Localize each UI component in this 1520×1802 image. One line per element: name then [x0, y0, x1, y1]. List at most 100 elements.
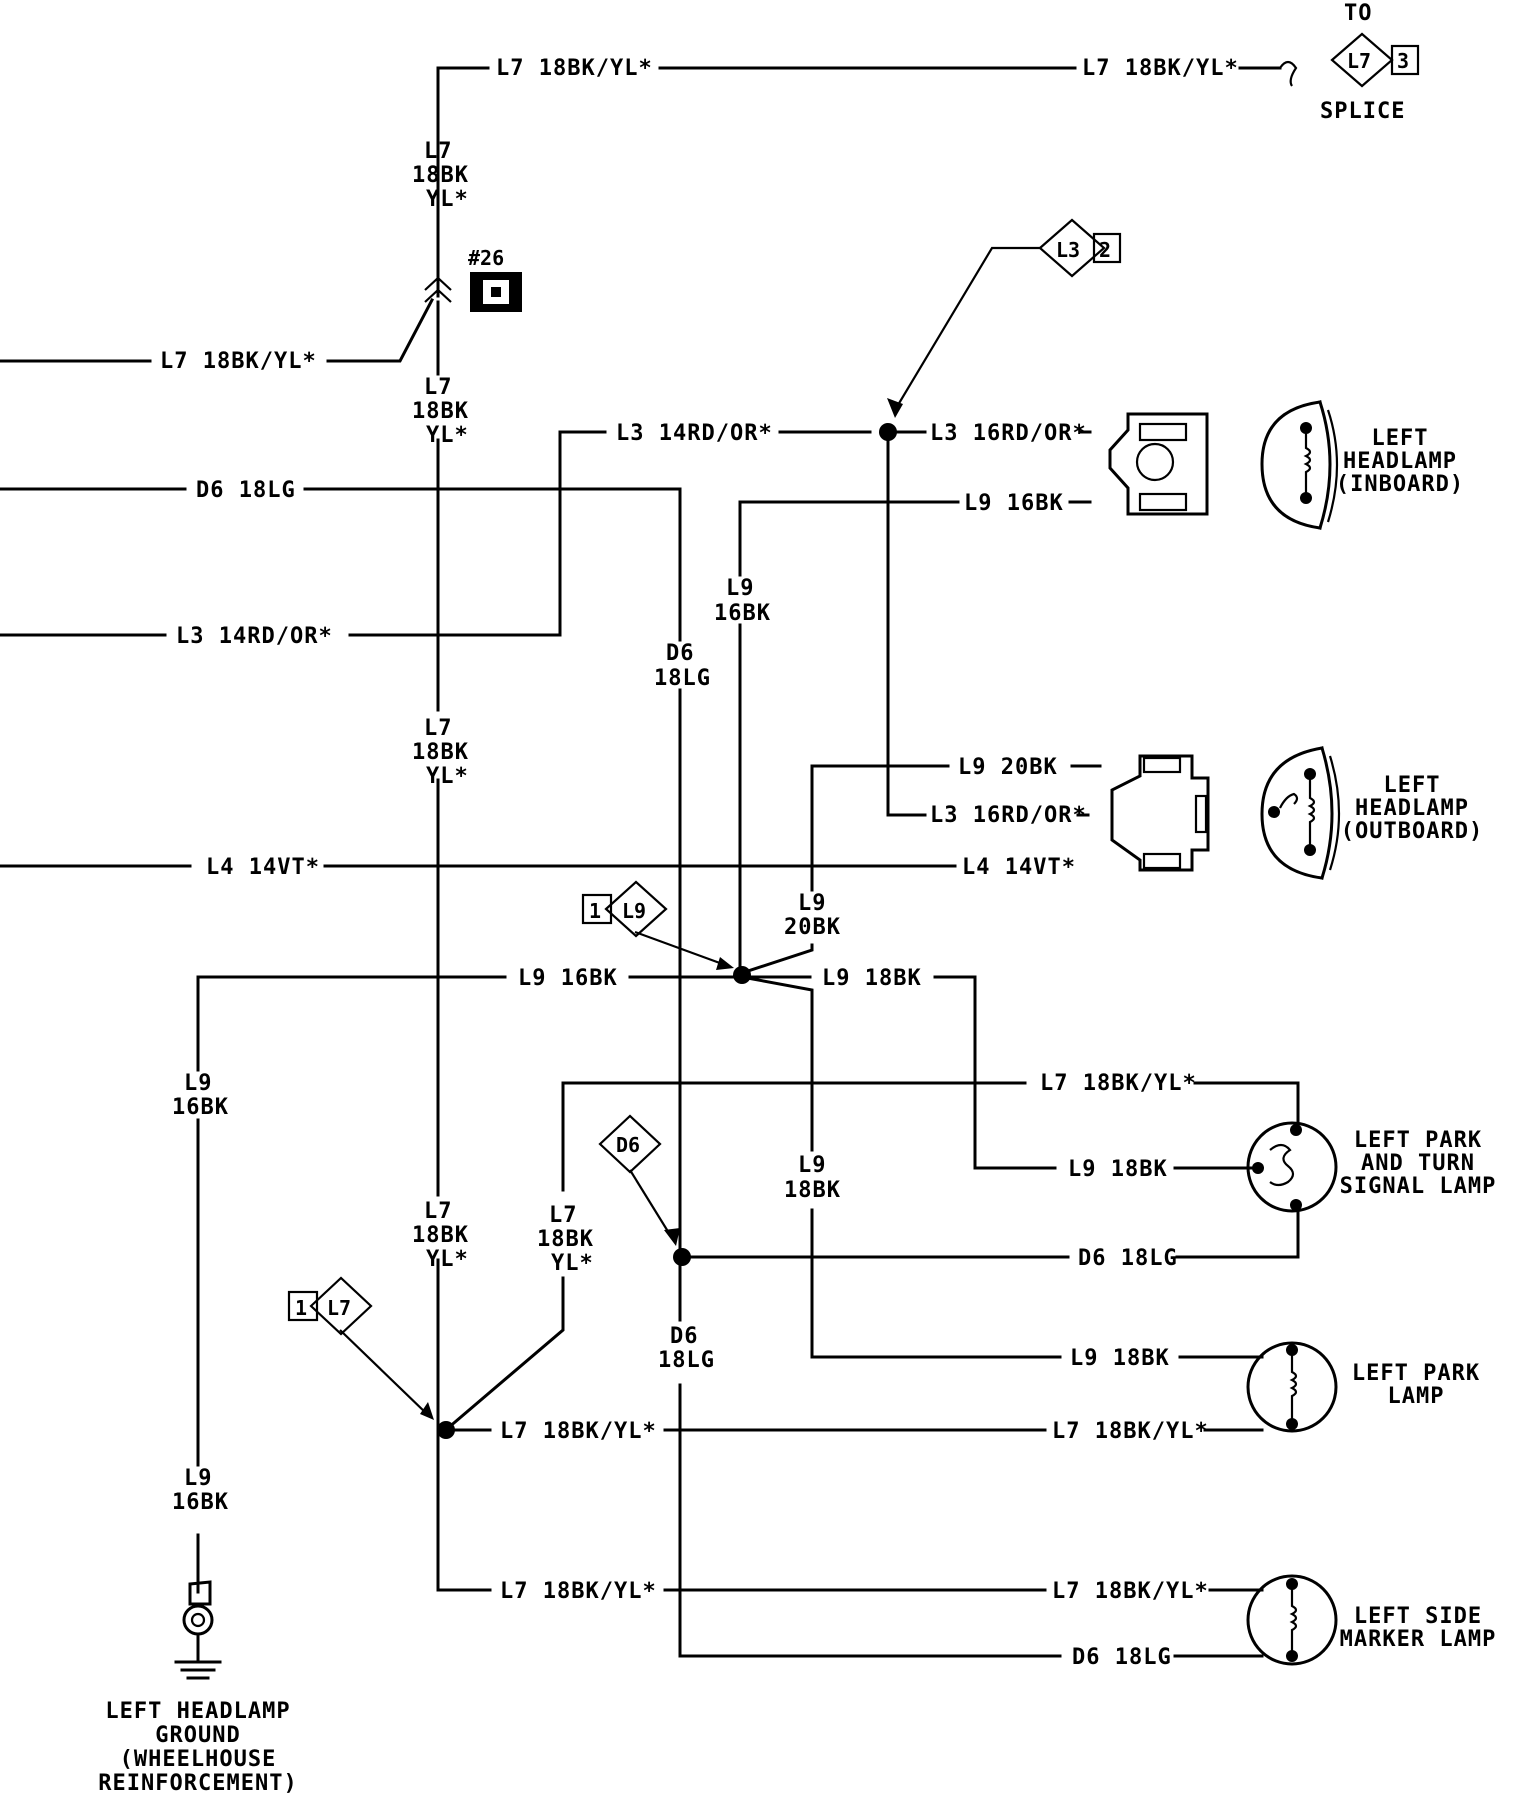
- wire-l3-14-top: [0, 430, 872, 637]
- caption-park-1: LEFT PARK: [1352, 1361, 1480, 1386]
- arrow-l3: [887, 398, 903, 418]
- splice-d6: [673, 1248, 691, 1266]
- wire-l7-top: [436, 66, 1282, 298]
- wire-l9-park: [740, 975, 1264, 1359]
- wire-l7-park-turn: [561, 1081, 1300, 1192]
- ref-l3: L3 2: [1038, 218, 1122, 278]
- splice-l7: [437, 1421, 455, 1439]
- label-l9-park-turn: L9 18BK: [1068, 1157, 1168, 1182]
- label-v-l7-lower-3: YL*: [426, 1247, 469, 1272]
- label-l7-top-right: L7 18BK/YL*: [1082, 56, 1239, 81]
- caption-ground-3: (WHEELHOUSE: [120, 1747, 277, 1772]
- wire-l7-ref: [339, 1329, 429, 1416]
- caption-park-turn-3: SIGNAL LAMP: [1340, 1174, 1497, 1199]
- label-l3-inboard: L3 16RD/OR*: [930, 421, 1087, 446]
- headlamp-outboard: [1260, 746, 1341, 880]
- component-captions: LEFT HEADLAMP (INBOARD) LEFT HEADLAMP (O…: [98, 426, 1497, 1796]
- label-v-l9-ground-1: L9: [184, 1466, 213, 1491]
- label-v-l7-upper-2: 18BK: [412, 163, 469, 188]
- label-v-l7-upper-3: YL*: [426, 187, 469, 212]
- wire-d6-left: [0, 487, 1062, 1658]
- caption-outboard-1: LEFT: [1384, 773, 1441, 798]
- label-d6-park-turn: D6 18LG: [1078, 1246, 1178, 1271]
- label-v-l7-mid-1: L7: [424, 375, 453, 400]
- connector-26: #26: [468, 246, 522, 312]
- label-v-d6-lower-2: 18LG: [658, 1348, 715, 1373]
- label-v-l7-right-3: YL*: [551, 1251, 594, 1276]
- ref-l9: 1 L9: [581, 880, 668, 938]
- label-v-l9-ground-2: 16BK: [172, 1490, 229, 1515]
- label-l4-left: L4 14VT*: [206, 855, 320, 880]
- wire-l9-inboard: [738, 500, 1092, 975]
- ref-l3-num: 2: [1099, 238, 1111, 262]
- label-v-l9-inboard-2: 16BK: [714, 601, 771, 626]
- wire-l3-ref: [894, 246, 1040, 411]
- splice-l9: [733, 966, 751, 984]
- inline-connector-chevron: [424, 276, 452, 303]
- label-l7-marker-right: L7 18BK/YL*: [1052, 1579, 1209, 1604]
- ref-d6: D6: [598, 1114, 662, 1174]
- label-l7-top-left: L7 18BK/YL*: [496, 56, 653, 81]
- label-l7-park-turn: L7 18BK/YL*: [1040, 1071, 1197, 1096]
- label-l4-outboard: L4 14VT*: [962, 855, 1076, 880]
- caption-park-2: LAMP: [1388, 1384, 1445, 1409]
- caption-ground-2: GROUND: [155, 1723, 240, 1748]
- side-marker-lamp: [1246, 1574, 1338, 1666]
- label-l7-park-left: L7 18BK/YL*: [500, 1419, 657, 1444]
- wire-l7-right-diag: [445, 1276, 565, 1431]
- ground-symbol: [174, 1578, 222, 1680]
- label-v-l7-mid-3: YL*: [426, 423, 469, 448]
- label-v-l7-center-3: YL*: [426, 764, 469, 789]
- label-l3-left: L3 14RD/OR*: [176, 624, 333, 649]
- caption-marker-1: LEFT SIDE: [1354, 1604, 1482, 1629]
- label-v-l7-center-1: L7: [424, 716, 453, 741]
- caption-inboard-3: (INBOARD): [1336, 472, 1464, 497]
- label-d6-marker: D6 18LG: [1072, 1645, 1172, 1670]
- connector-26-label: #26: [468, 246, 504, 270]
- label-l9-inboard: L9 16BK: [964, 491, 1064, 516]
- label-v-l9-left-1: L9: [184, 1071, 213, 1096]
- caption-inboard-2: HEADLAMP: [1343, 449, 1457, 474]
- splice-l7-text: L7: [1347, 49, 1371, 73]
- caption-outboard-3: (OUTBOARD): [1341, 819, 1483, 844]
- wire-labels: L7 18BK/YL* L7 18BK/YL* L7 18BK YL* L7 1…: [160, 56, 1239, 1670]
- ref-l7-text: L7: [327, 1296, 351, 1320]
- wire-l7-top-break: [1279, 60, 1298, 87]
- label-v-l7-center-2: 18BK: [412, 740, 469, 765]
- label-l7-park-right: L7 18BK/YL*: [1052, 1419, 1209, 1444]
- splice-label: SPLICE: [1320, 99, 1405, 124]
- wire-l3-16: [886, 430, 1092, 817]
- wire-l9-ref: [634, 930, 729, 968]
- label-l7-marker-left: L7 18BK/YL*: [500, 1579, 657, 1604]
- ref-l3-text: L3: [1056, 238, 1080, 262]
- wire-l9-20: [740, 764, 1102, 975]
- label-v-l9-20-1: L9: [798, 891, 827, 916]
- caption-park-turn-1: LEFT PARK: [1354, 1128, 1482, 1153]
- label-v-l7-lower-1: L7: [424, 1199, 453, 1224]
- label-v-l9-left-2: 16BK: [172, 1095, 229, 1120]
- label-v-d6-lower-1: D6: [670, 1324, 699, 1349]
- ref-l7-num: 1: [295, 1296, 307, 1320]
- headlamp-inboard: [1260, 400, 1339, 530]
- caption-park-turn-2: AND TURN: [1361, 1151, 1475, 1176]
- splice-l3: [879, 423, 897, 441]
- ref-l7: 1 L7: [287, 1276, 373, 1336]
- label-v-l9-18-2: 18BK: [784, 1178, 841, 1203]
- caption-inboard-1: LEFT: [1372, 426, 1429, 451]
- wire-l7-left: [0, 297, 435, 363]
- label-v-d6-upper-2: 18LG: [654, 666, 711, 691]
- caption-outboard-2: HEADLAMP: [1355, 796, 1469, 821]
- wire-d6-park-turn: [680, 1203, 1300, 1259]
- ref-d6-text: D6: [616, 1133, 640, 1157]
- arrow-d6: [664, 1228, 680, 1246]
- to-label: TO: [1344, 1, 1373, 26]
- ref-l9-num: 1: [589, 899, 601, 923]
- label-l9-park: L9 18BK: [1070, 1346, 1170, 1371]
- label-d6-left: D6 18LG: [196, 478, 296, 503]
- splice-points: [437, 423, 897, 1439]
- label-v-d6-upper-1: D6: [666, 641, 695, 666]
- label-l9-splice-right: L9 18BK: [822, 966, 922, 991]
- park-lamp: [1246, 1341, 1338, 1433]
- label-v-l9-inboard-1: L9: [726, 576, 755, 601]
